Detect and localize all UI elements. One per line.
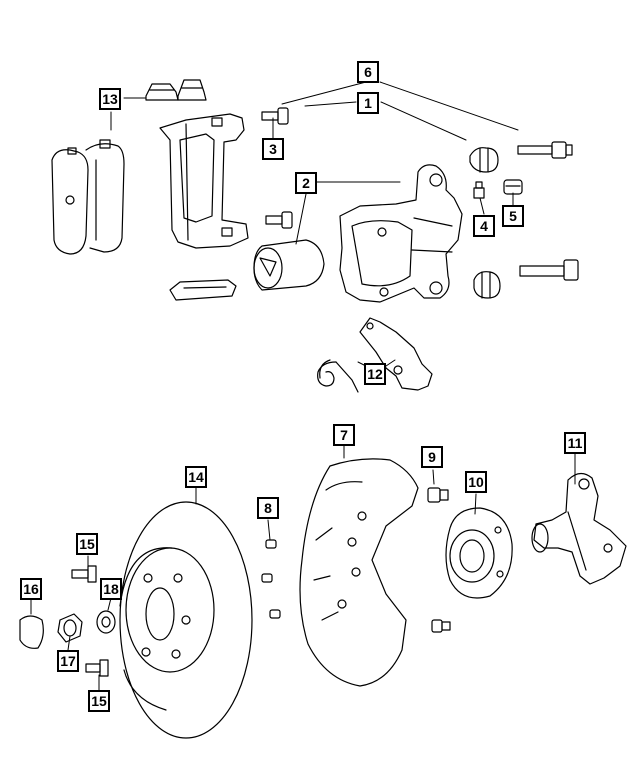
lower-pad-clip [169,279,237,301]
bracket-bolt-lower [265,211,293,229]
caliper-piston [253,239,325,291]
return-spring [317,359,359,393]
callout-9: 9 [421,446,443,468]
callout-7: 7 [333,424,355,446]
wheel-cap [19,615,44,649]
callout-2: 2 [295,172,317,194]
guide-pin-lower [519,259,579,281]
guide-pin-boot-lower [473,271,501,299]
parking-brake-lever [359,317,433,391]
callout-13: 13 [99,88,121,110]
guide-pin-upper [517,141,573,159]
shield-bolt-3 [269,609,281,619]
callout-18: 18 [100,578,122,600]
bleeder-screw [473,181,485,199]
callout-4: 4 [473,215,495,237]
callout-11: 11 [564,432,586,454]
bracket-bolt-upper [261,107,289,125]
caliper-bracket [159,113,249,249]
brake-pad-set [51,139,125,255]
callout-12: 12 [364,363,386,385]
callout-17: 17 [57,650,79,672]
wheel-stud-upper [71,565,97,583]
bleeder-cap [503,179,523,195]
callout-8: 8 [257,497,279,519]
steering-knuckle [531,472,627,585]
callout-5: 5 [502,205,524,227]
callout-3: 3 [262,138,284,160]
wheel-stud-lower [85,659,109,677]
callout-16: 16 [20,578,42,600]
callout-1: 1 [357,92,379,114]
dust-shield [299,458,419,687]
washer [96,610,116,634]
callout-10: 10 [465,471,487,493]
callout-15-upper: 15 [76,533,98,555]
hub-stud-lower [431,619,451,633]
callout-6: 6 [357,61,379,83]
anti-rattle-clips [145,79,207,101]
lug-nut [57,613,83,643]
callout-14: 14 [185,466,207,488]
callout-15-lower: 15 [88,690,110,712]
shield-bolt-2 [261,573,273,583]
guide-pin-boot-upper [469,147,499,173]
hub-stud-upper [427,487,449,503]
caliper-body [339,164,463,303]
brake-rotor [119,501,253,739]
hub-bearing [445,507,513,599]
shield-bolt-1 [265,539,277,549]
